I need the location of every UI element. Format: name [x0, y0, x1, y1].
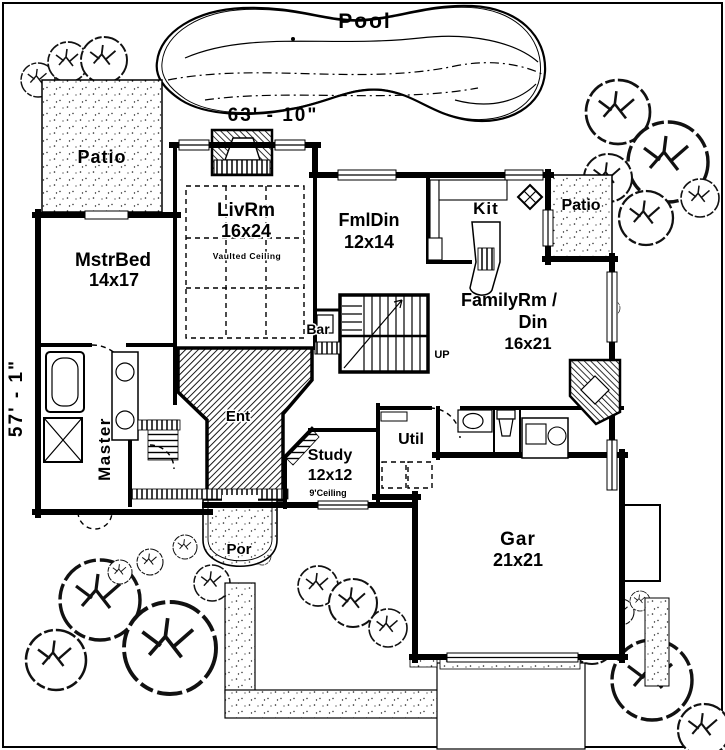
island-sink: [477, 247, 495, 271]
room-label-gar: Gar: [500, 529, 536, 550]
windows-and-doors: [77, 139, 618, 663]
utility-fixtures: [380, 409, 569, 489]
room-label-patio-right: Patio: [561, 197, 600, 214]
room-size-fmldin: 12x14: [344, 232, 394, 252]
dimension-width: 63' - 10": [228, 105, 319, 126]
front-door-opening: [222, 495, 258, 505]
room-size-livrm: 16x24: [221, 221, 271, 241]
room-label-mstrbed: MstrBed: [75, 250, 151, 271]
room-size-familyrm: 16x21: [504, 334, 551, 353]
porch-step-strip: [131, 488, 289, 500]
driveway: [436, 662, 586, 750]
room-size-mstrbed: 14x17: [89, 270, 139, 290]
bar-nook: [313, 308, 342, 355]
bath-sink: [462, 412, 484, 430]
room-label-study: Study: [308, 447, 353, 464]
room-label-entry: Ent: [226, 408, 250, 425]
kitchen-fixtures: [427, 179, 544, 296]
staircase: [338, 293, 430, 374]
washer: [525, 423, 547, 445]
patio-left-slab: [41, 79, 163, 213]
room-label-familyrm: FamilyRm /: [461, 290, 557, 310]
room-size-study: 12x12: [308, 467, 353, 484]
front-walkway: [224, 582, 256, 694]
livrm-fireplace: [210, 128, 274, 177]
room-label-familyrm-din: Din: [519, 312, 548, 332]
room-label-util: Util: [398, 431, 424, 448]
toilet-tank: [496, 409, 516, 420]
room-label-livrm: LivRm: [217, 200, 275, 221]
laundry-sink: [547, 426, 567, 446]
room-size-gar: 21x21: [493, 550, 543, 570]
room-note-livrm: Vaulted Ceiling: [213, 251, 281, 261]
livrm-dashed-overlook: [185, 185, 305, 339]
walkway-band: [224, 689, 439, 719]
dimension-height: 57' - 1": [6, 359, 27, 437]
room-label-por: Por: [226, 541, 251, 558]
room-label-fmldin: FmlDin: [339, 210, 400, 230]
room-label-patio-left: Patio: [77, 147, 126, 167]
master-bath-fixtures: [43, 351, 181, 463]
toilet-bowl: [498, 418, 514, 437]
pool-label: Pool: [338, 10, 392, 33]
room-label-kit: Kit: [473, 199, 499, 218]
family-fireplace: [568, 358, 622, 426]
hardscape: [41, 79, 670, 750]
pool: [155, 4, 547, 123]
stairs-up-label: UP: [434, 349, 449, 361]
room-note-study: 9'Ceiling: [309, 488, 346, 498]
room-label-master: Master: [95, 417, 114, 481]
room-label-bar: Bar: [306, 321, 330, 337]
porch-turret: [202, 499, 278, 568]
patio-right-slab: [547, 174, 613, 260]
garage-storage-nook: [621, 504, 661, 582]
